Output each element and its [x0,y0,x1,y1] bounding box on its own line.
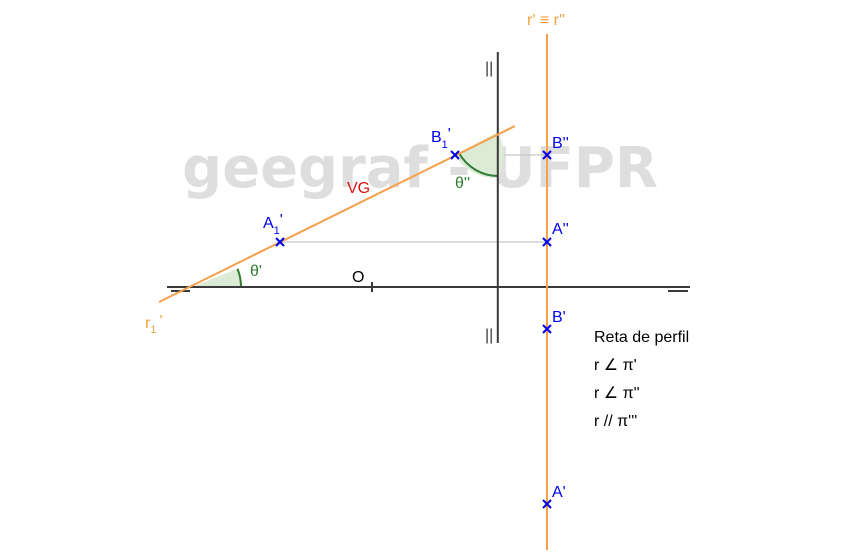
r1-label-main: r [145,315,151,332]
r1-label-prime: ' [159,313,162,330]
r-projection-label: r' ≡ r'' [527,12,565,29]
profile-line-top-ticks: || [485,60,493,77]
vg-label: VG [347,180,370,197]
point-ah-label: A' [552,484,566,501]
r1-label-sub: 1 [150,324,156,336]
theta-h-label: θ' [250,263,262,280]
point-markers [275,150,552,509]
note-line-4: r // π''' [594,413,637,430]
point-b1-label-main: B [431,129,442,146]
point-b1-label-sub: 1 [442,139,448,151]
point-a1-label-main: A [263,215,274,232]
note-line-2: r ∠ π' [594,357,637,374]
point-a1-marker [275,237,285,247]
watermark-text: geegraf - UFPR [182,136,658,201]
point-b1-label: B1' [431,126,451,151]
point-b1-label-prime: ' [448,126,451,143]
point-b1-marker [450,150,460,160]
theta-v-fill [455,132,498,179]
point-a1-label-prime: ' [280,212,283,229]
origin-label: O [352,269,364,286]
point-a1-label: A1' [263,212,283,237]
point-a1-label-sub: 1 [274,225,280,237]
note-line-3: r ∠ π'' [594,385,640,402]
notes-block: Reta de perfil r ∠ π' r ∠ π'' r // π''' [594,329,689,430]
point-ah-marker [542,499,552,509]
point-bh-label: B' [552,309,566,326]
point-bh-marker [542,324,552,334]
theta-v-label: θ'' [455,175,470,192]
profile-line-bottom-ticks: || [485,327,493,344]
theta-v-arc [458,152,498,177]
point-a2-label: A'' [552,221,569,238]
r1-label: r1' [145,313,163,336]
theta-h-sector [192,268,242,287]
note-line-1: Reta de perfil [594,329,689,346]
point-b2-marker [542,150,552,160]
point-b2-label: B'' [552,135,569,152]
point-a2-marker [542,237,552,247]
